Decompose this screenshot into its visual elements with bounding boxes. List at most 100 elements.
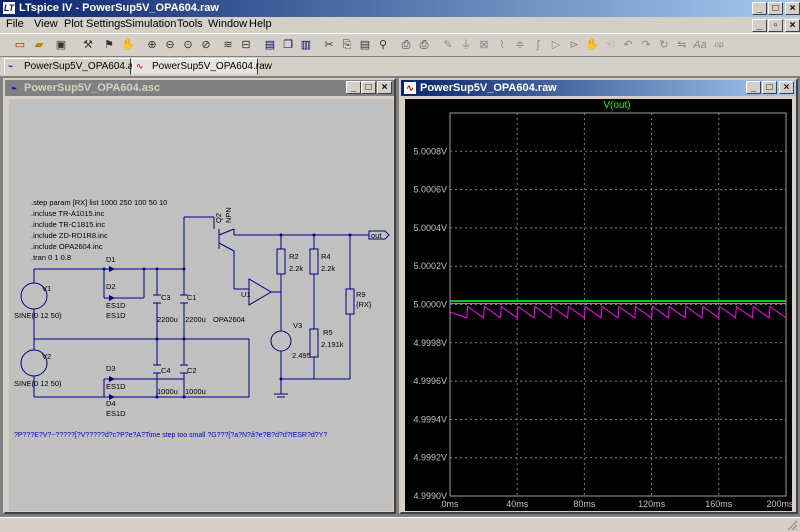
waveform-minimize-icon[interactable]: _ [746,81,761,94]
save-icon[interactable]: ▣ [55,39,67,51]
r5-value: 2.191k [321,340,344,349]
zoom-fit-icon[interactable]: ⊙ [183,39,193,51]
inductor-icon[interactable]: ∫ [536,39,540,51]
x-tick-label: 0ms [441,499,459,509]
trace-label-vout[interactable]: V(out) [603,100,630,111]
diode-icon[interactable]: ▷ [551,39,561,51]
mdi-restore-icon[interactable]: ▫ [768,19,783,32]
menu-window[interactable]: Window [208,18,248,30]
copy-icon[interactable]: ⎘ [342,39,352,51]
waveform-close-icon[interactable]: × [779,81,794,94]
capacitor-icon[interactable]: ≑ [515,39,525,51]
mirror-icon[interactable]: ⇋ [677,39,687,51]
resize-grip-icon[interactable] [786,519,798,531]
plot-grid [449,113,787,497]
zoom-cancel-icon[interactable]: ⊘ [201,39,211,51]
new-schematic-icon[interactable]: ▭ [14,39,26,51]
y-tick-label: 4.9994V [413,414,447,424]
control-panel-icon[interactable]: ⚒ [83,39,93,51]
menu-plot-settings[interactable]: Plot Settings [64,18,126,30]
maximize-icon[interactable]: □ [768,2,783,15]
schematic-icon: ⌁ [8,61,14,71]
menu-simulation[interactable]: Simulation [125,18,177,30]
schematic-canvas[interactable]: .step param [RX] list 1000 250 100 50 10… [9,99,393,511]
tile-horizontal-icon[interactable]: ⊟ [241,39,251,51]
directive-include-3[interactable]: .include ZD-RD1R8.inc [31,231,108,240]
menu-tools[interactable]: Tools [177,18,203,30]
c2-label: C2 [187,366,197,375]
zoom-in-icon[interactable]: ⊕ [147,39,157,51]
directive-include-4[interactable]: .include OPA2604.inc [31,242,103,251]
close-icon[interactable]: × [785,2,800,15]
y-tick-label: 4.9998V [413,338,447,348]
status-bar [0,517,800,532]
schematic-title-text: PowerSup5V_OPA604.asc [24,82,161,94]
c4-label: C4 [161,366,171,375]
drag-icon[interactable]: ☜ [605,39,615,51]
d4-value: ES1D [106,409,126,418]
find-icon[interactable]: ⚲ [378,39,388,51]
y-tick-label: 4.9996V [413,376,447,386]
component-icon[interactable]: ⊳ [569,39,579,51]
resistor-icon[interactable]: ⌇ [499,39,505,51]
minimize-icon[interactable]: _ [752,2,767,15]
undo-icon[interactable]: ↶ [623,39,633,51]
schematic-window: ⌁ PowerSup5V_OPA604.asc _ □ × [3,78,396,514]
autorange-icon[interactable]: ≋ [223,39,233,51]
run-icon[interactable]: ⚑ [104,39,114,51]
out-net-label: out [371,231,382,240]
waveform-window: ∿ PowerSup5V_OPA604.raw _ □ × V(out) 5.0… [399,78,798,514]
print-setup-icon[interactable]: ⎙ [401,39,411,51]
trace-line-4[interactable] [449,305,787,319]
tab-waveform-label: PowerSup5V_OPA604.raw [152,61,272,72]
d1-label: D1 [106,255,116,264]
text-icon[interactable]: Aa [693,39,707,51]
directive-tran[interactable]: .tran 0 1 0.8 [31,253,71,262]
redo-icon[interactable]: ↷ [641,39,651,51]
move-icon[interactable]: ✋ [585,39,599,51]
y-axis-ticks: 5.0008V5.0006V5.0004V5.0002V5.0000V4.999… [413,146,447,501]
cut-icon[interactable]: ✂ [324,39,334,51]
ground-icon[interactable]: ⏚ [460,39,472,51]
menu-help[interactable]: Help [249,18,272,30]
r2-value: 2.2k [289,264,303,273]
zoom-out-icon[interactable]: ⊖ [165,39,175,51]
plot-frame [449,112,787,497]
tile-vertical-icon[interactable]: ▥ [300,39,312,51]
rotate-icon[interactable]: ↻ [659,39,669,51]
schematic-maximize-icon[interactable]: □ [361,81,376,94]
tab-schematic[interactable]: ⌁ PowerSup5V_OPA604.asc [4,58,143,75]
schematic-minimize-icon[interactable]: _ [346,81,361,94]
tile-horizontal-icon[interactable]: ▤ [264,39,276,51]
spice-directive-icon[interactable]: .op [712,40,724,49]
paste-icon[interactable]: ▤ [359,39,371,51]
waveform-title-text: PowerSup5V_OPA604.raw [420,82,557,94]
c4-value: 1000u [157,387,178,396]
y-tick-label: 5.0006V [413,185,447,195]
mdi-minimize-icon[interactable]: _ [752,19,767,32]
tab-waveform[interactable]: ∿ PowerSup5V_OPA604.raw [132,58,272,75]
label-icon[interactable]: ⊠ [479,39,489,51]
spice-directives: .step param [RX] list 1000 250 100 50 10… [31,198,167,262]
x-tick-label: 80ms [573,499,596,509]
menu-file[interactable]: File [6,18,24,30]
menu-view[interactable]: View [34,18,58,30]
y-tick-label: 5.0008V [413,146,447,156]
halt-icon[interactable]: ✋ [121,39,135,51]
print-icon[interactable]: ⎙ [419,39,429,51]
directive-include-1[interactable]: .incluse TR-A1015.inc [31,209,104,218]
wire-icon[interactable]: ✎ [443,39,453,51]
directive-step[interactable]: .step param [RX] list 1000 250 100 50 10 [31,198,167,207]
c2-value: 1000u [185,387,206,396]
schematic-icon: ⌁ [11,83,17,93]
mdi-workspace: ⌁ PowerSup5V_OPA604.asc _ □ × [0,76,800,517]
schematic-close-icon[interactable]: × [377,81,392,94]
waveform-maximize-icon[interactable]: □ [762,81,777,94]
waveform-chart: V(out) 5.0008V5.0006V5.0004V5.0002V5.000… [413,100,794,509]
directive-include-2[interactable]: .include TR-C1815.inc [31,220,105,229]
open-icon[interactable]: ▰ [34,39,44,51]
r2-label: R2 [289,252,299,261]
cascade-icon[interactable]: ❐ [283,39,293,51]
mdi-close-icon[interactable]: × [785,19,800,32]
